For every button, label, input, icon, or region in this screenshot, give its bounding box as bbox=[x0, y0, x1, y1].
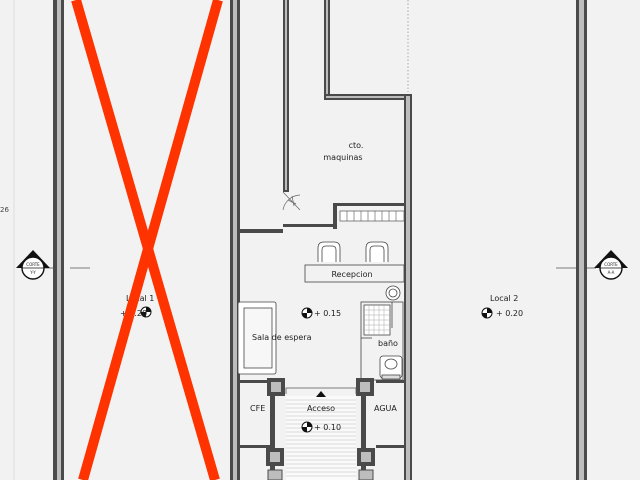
section-marker-right: CORTE A-A bbox=[556, 250, 628, 280]
column bbox=[356, 378, 374, 396]
reception-desk bbox=[304, 264, 405, 283]
entrance-door-frame bbox=[285, 387, 357, 394]
column bbox=[357, 448, 375, 466]
machine-room-door bbox=[282, 191, 301, 211]
section-marker-label: A-A bbox=[608, 270, 615, 275]
water-label: AGUA bbox=[374, 404, 397, 413]
red-cross-icon bbox=[71, 0, 223, 480]
column-base bbox=[358, 469, 374, 480]
machine-room-walls bbox=[283, 0, 412, 480]
waiting-room-label: Sala de espera bbox=[252, 333, 312, 342]
center-left-wall bbox=[230, 0, 240, 480]
section-marker-left: CORTE Y-Y bbox=[16, 250, 90, 280]
reception-label: Recepcion bbox=[331, 270, 372, 279]
section-marker-label: CORTE bbox=[604, 262, 618, 267]
section-marker-label: Y-Y bbox=[29, 270, 36, 275]
entrance-paving bbox=[286, 396, 356, 480]
right-exterior-wall bbox=[576, 0, 587, 480]
waiting-sofa bbox=[237, 301, 277, 375]
machine-room-label: cto. bbox=[349, 141, 364, 150]
machine-room-label: maquinas bbox=[323, 153, 362, 162]
bathroom-label: baño bbox=[378, 339, 398, 348]
level-marker-icon bbox=[140, 306, 152, 318]
edge-dimension: 26 bbox=[0, 206, 9, 214]
section-marker-label: CORTE bbox=[26, 262, 40, 267]
entrance-walls bbox=[238, 380, 406, 480]
local-1-label: Local 1 bbox=[126, 294, 154, 303]
reception-level: + 0.15 bbox=[314, 309, 341, 318]
local-2-label: Local 2 bbox=[490, 294, 518, 303]
reception-chair bbox=[317, 241, 341, 262]
column bbox=[267, 378, 285, 396]
bathroom-fixtures bbox=[360, 285, 404, 381]
left-exterior-wall bbox=[53, 0, 64, 480]
entrance-label: Acceso bbox=[307, 404, 335, 413]
entrance-level: + 0.10 bbox=[314, 423, 341, 432]
cfe-label: CFE bbox=[250, 404, 265, 413]
level-marker-icon bbox=[481, 307, 493, 319]
reception-top-wall bbox=[238, 203, 405, 233]
entrance-arrow-icon bbox=[316, 391, 326, 397]
column bbox=[266, 448, 284, 466]
reception-chair bbox=[365, 241, 389, 262]
local-2-level: + 0.20 bbox=[496, 309, 523, 318]
column-base bbox=[267, 469, 283, 480]
level-marker-icon bbox=[301, 421, 313, 433]
level-marker-icon bbox=[301, 307, 313, 319]
